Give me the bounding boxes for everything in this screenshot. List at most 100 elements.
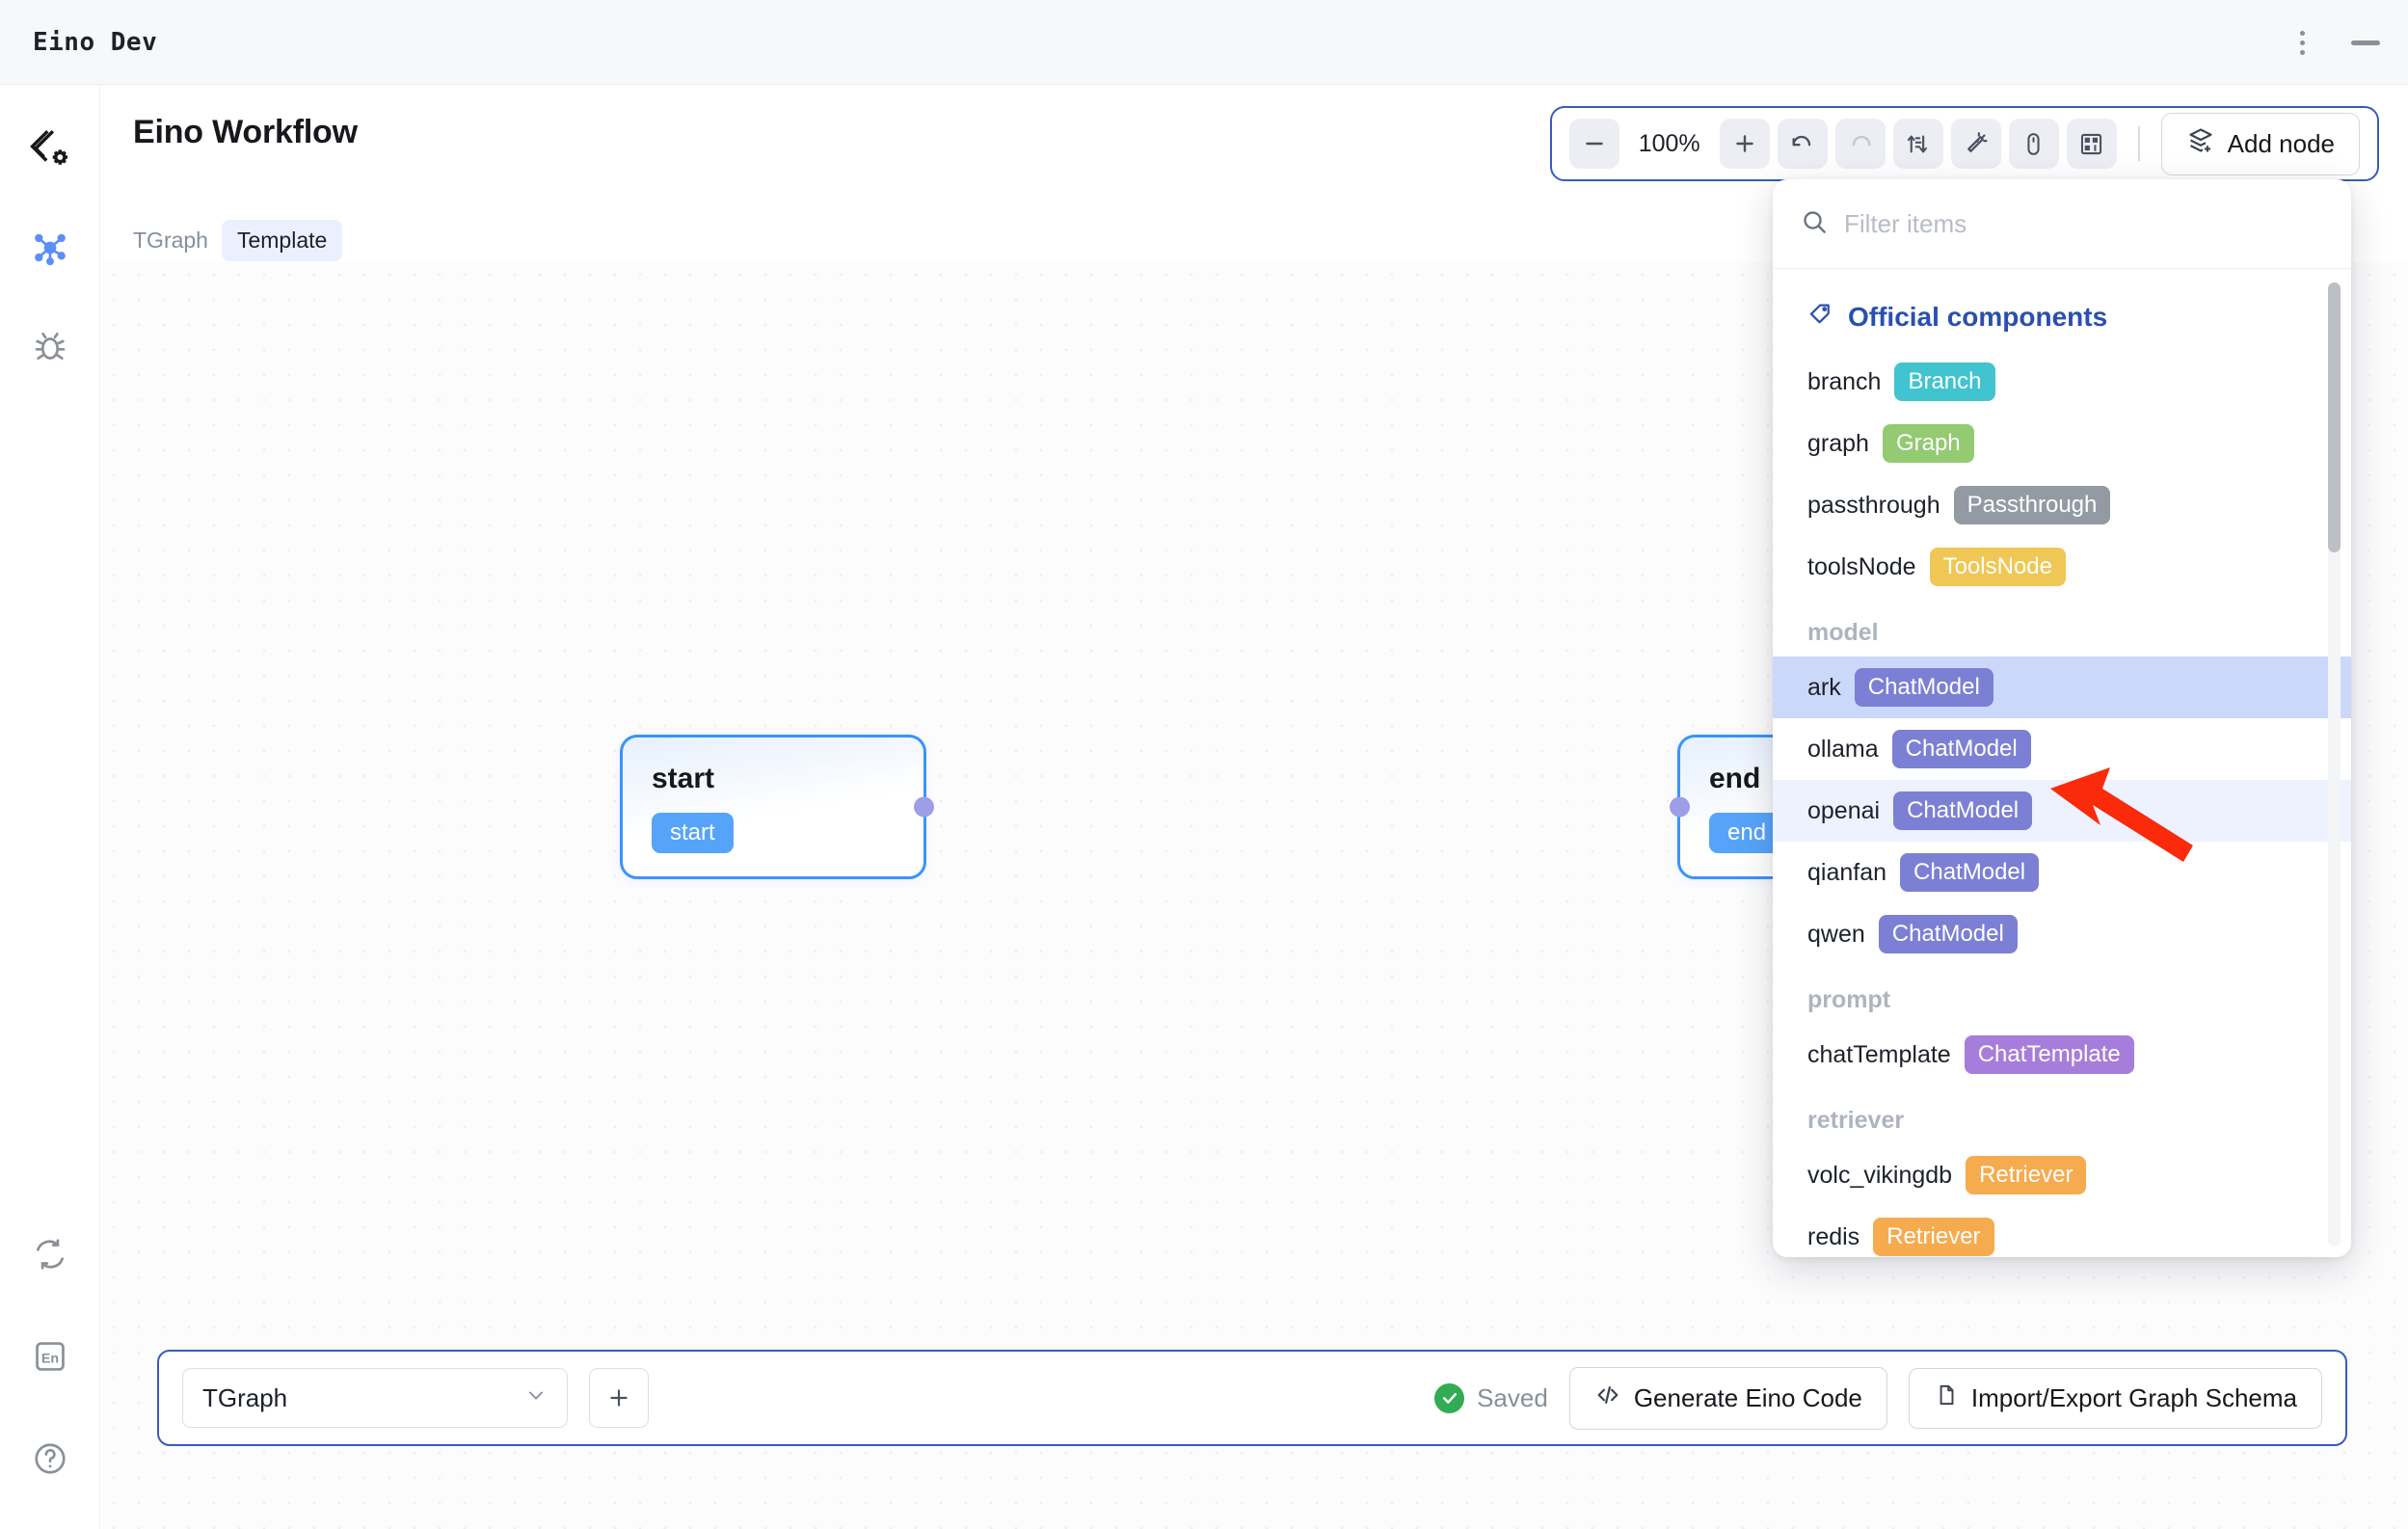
node-start-title: start [652, 763, 715, 794]
add-node-label: Add node [2227, 128, 2335, 158]
window-controls [2281, 0, 2387, 85]
layers-plus-icon [2186, 126, 2215, 162]
rail-bottom-group: En [24, 1228, 76, 1485]
item-label: branch [1807, 367, 1882, 395]
node-start[interactable]: start start [620, 735, 934, 879]
list-item-volc-vikingdb[interactable]: volc_vikingdb Retriever [1773, 1144, 2351, 1206]
list-item-qianfan[interactable]: qianfan ChatModel [1773, 842, 2351, 903]
node-start-output-handle[interactable] [914, 796, 934, 818]
more-vertical-icon[interactable] [2281, 21, 2323, 64]
item-badge: Retriever [1873, 1218, 1994, 1256]
layout-panel-icon[interactable] [2066, 119, 2117, 169]
redo-icon [1834, 119, 1886, 169]
list-item-branch[interactable]: branch Branch [1773, 351, 2351, 413]
magic-wand-icon[interactable] [1950, 119, 2001, 169]
item-label: passthrough [1807, 491, 1940, 519]
item-label: toolsNode [1807, 552, 1916, 580]
item-label: chatTemplate [1807, 1040, 1951, 1068]
item-badge: ChatModel [1878, 915, 2018, 953]
minimize-icon[interactable] [2344, 21, 2387, 64]
item-label: volc_vikingdb [1807, 1161, 1953, 1189]
generate-eino-code-button[interactable]: Generate Eino Code [1568, 1366, 1887, 1430]
language-en-icon[interactable]: En [24, 1330, 76, 1382]
saved-label: Saved [1477, 1382, 1548, 1412]
add-node-button[interactable]: Add node [2160, 112, 2360, 175]
list-item-graph[interactable]: graph Graph [1773, 413, 2351, 474]
node-start-badge: start [652, 813, 734, 853]
item-badge: ChatTemplate [1964, 1035, 2134, 1074]
minus-icon[interactable] [1568, 119, 1619, 169]
item-label: openai [1807, 796, 1881, 824]
node-graph-icon[interactable] [24, 222, 76, 274]
panel-item-list[interactable]: Official components branch Branch graph … [1773, 269, 2351, 1257]
zoom-level[interactable]: 100% [1638, 129, 1700, 157]
list-item-ark[interactable]: ark ChatModel [1773, 657, 2351, 718]
plus-icon[interactable] [1719, 119, 1770, 169]
sync-icon[interactable] [24, 1228, 76, 1280]
filter-items-input[interactable] [1844, 208, 2324, 239]
import-export-graph-schema-label: Import/Export Graph Schema [1970, 1382, 2297, 1412]
list-item-toolsnode[interactable]: toolsNode ToolsNode [1773, 536, 2351, 598]
node-end-title: end [1709, 763, 1761, 794]
item-badge: Graph [1882, 424, 1974, 463]
app-title: Eino Dev [33, 27, 158, 57]
list-item-passthrough[interactable]: passthrough Passthrough [1773, 474, 2351, 536]
code-brackets-icon [1594, 1381, 1621, 1415]
item-label: qwen [1807, 920, 1865, 948]
item-label: qianfan [1807, 858, 1887, 886]
item-label: ark [1807, 673, 1841, 701]
group-label-retriever: retriever [1807, 1107, 1905, 1134]
item-badge: ChatModel [1854, 668, 1993, 707]
item-badge: Branch [1894, 362, 1995, 401]
annotation-arrow-icon [2048, 754, 2261, 874]
tag-icon [1807, 300, 1834, 334]
breadcrumb: TGraph Template [133, 220, 343, 261]
list-item-ollama[interactable]: ollama ChatModel [1773, 718, 2351, 780]
item-badge: ToolsNode [1929, 548, 2066, 586]
sort-arrows-icon[interactable] [1892, 119, 1943, 169]
item-badge: ChatModel [1893, 791, 2033, 830]
svg-text:En: En [40, 1351, 58, 1366]
item-badge: ChatModel [1891, 730, 2031, 768]
item-label: graph [1807, 429, 1869, 457]
group-label-prompt: prompt [1807, 986, 1891, 1013]
panel-scrollbar-thumb[interactable] [2328, 282, 2341, 552]
item-badge: Passthrough [1953, 486, 2111, 524]
node-end-input-handle[interactable] [1670, 796, 1690, 818]
item-label: ollama [1807, 735, 1879, 763]
bottom-bar-actions: Saved Generate Eino Code Import/Export G… [1434, 1366, 2322, 1430]
bug-icon[interactable] [24, 320, 76, 372]
check-circle-icon [1434, 1382, 1465, 1413]
bottom-bar: TGraph Saved Generate Eino Code [157, 1350, 2347, 1446]
window-titlebar: Eino Dev [0, 0, 2408, 85]
toolbar-divider [2137, 126, 2140, 161]
official-components-header: Official components [1773, 284, 2351, 351]
add-graph-button[interactable] [589, 1368, 649, 1428]
left-rail: En [0, 85, 100, 1529]
undo-icon[interactable] [1777, 119, 1828, 169]
graph-select-value: TGraph [202, 1382, 288, 1412]
add-node-panel: Official components branch Branch graph … [1773, 179, 2351, 1257]
graph-select[interactable]: TGraph [182, 1368, 568, 1428]
document-icon [1934, 1382, 1959, 1414]
import-export-graph-schema-button[interactable]: Import/Export Graph Schema [1908, 1367, 2322, 1429]
canvas-toolbar: 100% [1549, 106, 2379, 181]
group-label-model: model [1807, 619, 1879, 646]
list-item-chattemplate[interactable]: chatTemplate ChatTemplate [1773, 1024, 2351, 1086]
search-icon [1800, 207, 1829, 241]
breadcrumb-template[interactable]: Template [221, 220, 343, 261]
breadcrumb-graph[interactable]: TGraph [133, 228, 208, 253]
item-badge: Retriever [1966, 1156, 2087, 1194]
rail-top-group [24, 123, 76, 372]
status-badge: Saved [1434, 1382, 1548, 1413]
chevron-down-icon [524, 1383, 548, 1413]
item-badge: ChatModel [1900, 853, 2040, 892]
item-label: redis [1807, 1222, 1860, 1250]
list-item-redis[interactable]: redis Retriever [1773, 1206, 2351, 1257]
official-components-label: Official components [1848, 301, 2108, 332]
logo-gear-icon[interactable] [24, 123, 76, 175]
panel-search-row [1773, 179, 2351, 269]
mouse-icon[interactable] [2008, 119, 2059, 169]
question-circle-icon[interactable] [24, 1433, 76, 1485]
list-item-qwen[interactable]: qwen ChatModel [1773, 903, 2351, 965]
